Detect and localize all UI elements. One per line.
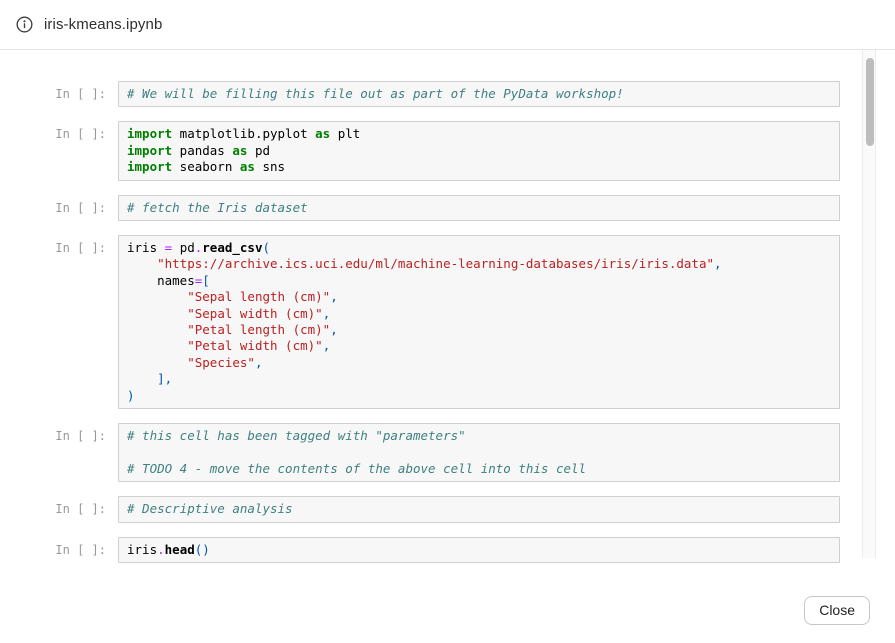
notebook-cell: In [ ]: # We will be filling this file ou… xyxy=(55,81,840,108)
cell-prompt: In [ ]: xyxy=(55,127,106,142)
info-icon xyxy=(16,16,33,33)
cell-code: # this cell has been tagged with "parame… xyxy=(118,423,840,483)
cell-prompt: In [ ]: xyxy=(55,542,106,557)
cell-code: # We will be filling this file out as pa… xyxy=(118,81,840,108)
notebook-cell: In [ ]: # this cell has been tagged with … xyxy=(55,423,840,483)
notebook-cell: In [ ]: # Descriptive analysis xyxy=(55,496,840,523)
cell-code: # fetch the Iris dataset xyxy=(118,194,840,222)
cell-code: iris = pd.read_csv( "https://archive.ics… xyxy=(118,235,840,410)
close-button[interactable]: Close xyxy=(804,596,870,625)
cell-code: iris.head() xyxy=(118,536,840,564)
cell-prompt: In [ ]: xyxy=(55,200,106,215)
cell-prompt: In [ ]: xyxy=(55,429,106,444)
cell-prompt: In [ ]: xyxy=(55,87,106,101)
notebook-cell: In [ ]: iris.head() xyxy=(55,536,840,564)
cell-prompt: In [ ]: xyxy=(55,241,106,256)
scrollbar-thumb[interactable] xyxy=(866,58,874,146)
modal-footer: Close xyxy=(804,596,870,625)
cell-prompt: In [ ]: xyxy=(55,502,106,517)
notebook-preview[interactable]: In [ ]: # We will be filling this file ou… xyxy=(0,50,895,567)
modal-header: iris-kmeans.ipynb xyxy=(0,0,895,50)
file-title: iris-kmeans.ipynb xyxy=(44,16,163,33)
notebook-cells: In [ ]: # We will be filling this file ou… xyxy=(0,81,895,564)
notebook-cell: In [ ]: # fetch the Iris dataset xyxy=(55,194,840,222)
cell-code: # Descriptive analysis xyxy=(118,496,840,523)
scrollbar-track[interactable] xyxy=(862,50,876,558)
notebook-cell: In [ ]: iris = pd.read_csv( "https://arch… xyxy=(55,235,840,410)
